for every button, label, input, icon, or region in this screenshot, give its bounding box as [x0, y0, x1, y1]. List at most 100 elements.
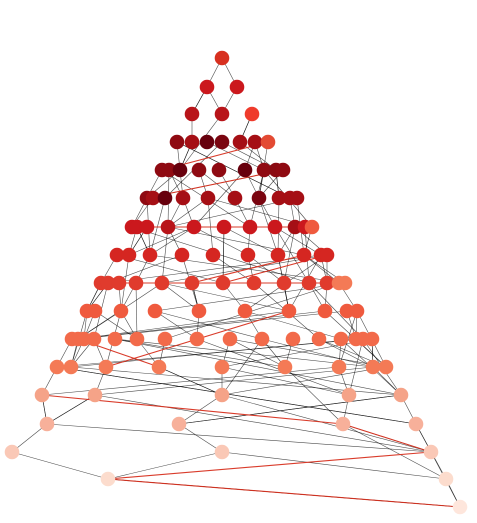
graph-edge	[94, 394, 432, 453]
graph-node	[214, 387, 230, 403]
graph-node	[335, 416, 351, 432]
graph-node	[214, 134, 230, 150]
graph-edge	[239, 141, 277, 171]
graph-edge	[229, 338, 387, 368]
graph-node	[227, 190, 243, 206]
graph-node	[237, 303, 253, 319]
graph-node	[214, 444, 230, 460]
graph-edge	[178, 394, 402, 425]
graph-edge	[46, 423, 432, 454]
graph-node	[271, 190, 287, 206]
graph-node	[276, 275, 292, 291]
graph-node	[333, 331, 349, 347]
graph-node	[311, 331, 327, 347]
graph-node	[174, 247, 190, 263]
graph-edge	[193, 226, 249, 256]
graph-node	[184, 106, 200, 122]
graph-node	[242, 219, 258, 235]
graph-node	[254, 331, 270, 347]
graph-node	[111, 275, 127, 291]
graph-edge	[114, 338, 286, 368]
graph-edge	[221, 394, 432, 453]
graph-node	[319, 275, 335, 291]
graph-node	[289, 190, 305, 206]
graph-edge	[178, 394, 223, 425]
graph-node	[107, 331, 123, 347]
graph-node	[251, 190, 267, 206]
graph-node	[191, 162, 207, 178]
graph-node	[277, 359, 293, 375]
graph-edge	[223, 226, 279, 256]
graph-edge	[196, 338, 350, 396]
graph-node	[214, 50, 230, 66]
graph-node	[184, 275, 200, 291]
graph-edge	[114, 338, 402, 396]
graph-node	[34, 387, 50, 403]
graph-edge	[221, 451, 447, 480]
graph-node	[49, 359, 65, 375]
highlight-edge	[107, 478, 461, 509]
highlight-edge	[222, 253, 328, 284]
graph-edge	[221, 366, 350, 396]
graph-node	[275, 162, 291, 178]
graph-node	[39, 416, 55, 432]
graph-edge	[167, 197, 209, 228]
graph-node	[256, 162, 272, 178]
graph-node	[285, 331, 301, 347]
graph-node	[172, 162, 188, 178]
graph-node	[214, 359, 230, 375]
graph-node	[142, 247, 158, 263]
graph-node	[169, 134, 185, 150]
graph-node	[270, 247, 286, 263]
graph-node	[341, 387, 357, 403]
graph-node	[247, 134, 263, 150]
graph-edge	[221, 338, 263, 396]
graph-node	[76, 331, 92, 347]
graph-edge	[116, 254, 224, 284]
graph-node	[229, 79, 245, 95]
graph-node	[337, 275, 353, 291]
graph-node	[171, 416, 187, 432]
graph-node	[157, 190, 173, 206]
graph-edge	[308, 282, 364, 340]
graph-edge	[128, 226, 195, 256]
graph-node	[200, 190, 216, 206]
graph-node	[232, 134, 248, 150]
graph-node	[423, 444, 439, 460]
graph-node	[349, 303, 365, 319]
graph-node	[222, 331, 238, 347]
graph-node	[86, 331, 102, 347]
graph-edge	[178, 423, 223, 453]
graph-node	[199, 134, 215, 150]
graph-edge	[274, 226, 322, 256]
graph-node	[267, 219, 283, 235]
graph-edge	[70, 338, 357, 368]
graph-node	[191, 303, 207, 319]
graph-node	[240, 247, 256, 263]
graph-edge	[274, 226, 310, 284]
graph-node	[339, 303, 355, 319]
graph-node	[4, 444, 20, 460]
graph-node	[281, 303, 297, 319]
graph-node	[237, 162, 253, 178]
graph-edge	[149, 226, 195, 256]
graph-node	[129, 331, 145, 347]
graph-node	[175, 190, 191, 206]
graph-node	[147, 303, 163, 319]
graph-node	[378, 359, 394, 375]
graph-node	[287, 219, 303, 235]
graph-edge	[247, 254, 285, 284]
graph-node	[157, 331, 173, 347]
graph-node	[184, 134, 200, 150]
highlight-edge	[41, 394, 344, 426]
graph-edge	[56, 366, 417, 425]
graph-edge	[11, 451, 109, 480]
graph-node	[154, 275, 170, 291]
highlight-edge	[342, 423, 432, 453]
graph-node	[109, 247, 125, 263]
graph-edge	[161, 282, 290, 312]
graph-edge	[221, 226, 225, 284]
graph-node	[364, 331, 380, 347]
graph-edge	[154, 310, 263, 340]
graph-node	[301, 275, 317, 291]
